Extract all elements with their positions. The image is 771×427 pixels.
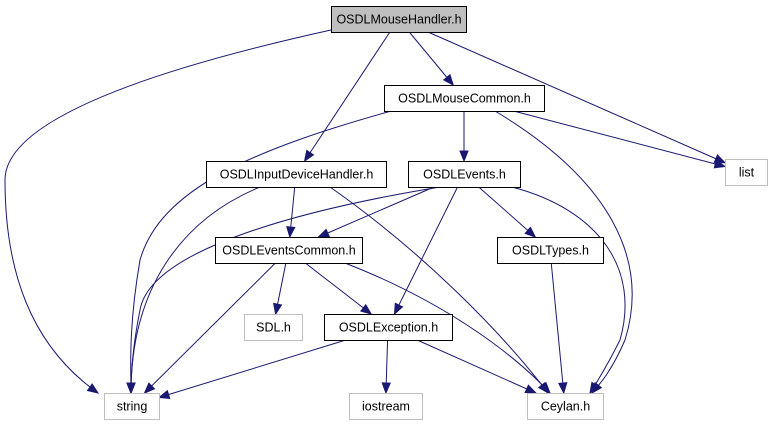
edge-handler-to-inputdevice [303, 31, 391, 163]
node-label: Ceylan.h [541, 400, 590, 414]
node-box [244, 314, 303, 341]
node-label: string [117, 400, 148, 414]
node-handler[interactable]: OSDLMouseHandler.h [331, 6, 467, 33]
edge-layer [4, 29, 727, 399]
node-box [206, 161, 387, 188]
node-box [104, 393, 160, 420]
edge-mousecommon-to-list [513, 110, 727, 169]
edge-handler-to-string [4, 29, 332, 394]
edge-exception-to-ceylan [416, 339, 538, 394]
edge-eventscommon-to-ceylan [344, 262, 551, 394]
node-box [324, 314, 453, 341]
node-label: OSDLException.h [339, 321, 438, 335]
node-sdl: SDL.h [244, 314, 303, 341]
node-box [349, 393, 423, 420]
node-box [331, 6, 467, 33]
node-list: list [725, 159, 768, 186]
node-label: OSDLTypes.h [512, 244, 589, 258]
node-box [497, 237, 604, 264]
node-box [725, 159, 768, 186]
node-box [527, 393, 604, 420]
edge-mousecommon-to-events [459, 111, 469, 163]
node-label: OSDLMouseHandler.h [336, 13, 461, 27]
node-label: OSDLMouseCommon.h [398, 92, 531, 106]
node-label: OSDLEventsCommon.h [222, 244, 355, 258]
node-box [384, 85, 545, 112]
edge-events-to-eventscommon [317, 186, 435, 238]
edge-types-to-ceylan [550, 262, 568, 395]
edge-events-to-types [478, 186, 537, 238]
node-string: string [104, 393, 160, 420]
node-layer: OSDLMouseHandler.hOSDLMouseCommon.hOSDLI… [104, 6, 768, 420]
edge-eventscommon-to-exception [304, 262, 373, 315]
node-eventscommon[interactable]: OSDLEventsCommon.h [215, 237, 363, 264]
node-exception[interactable]: OSDLException.h [324, 314, 453, 341]
node-types[interactable]: OSDLTypes.h [497, 237, 604, 264]
edge-events-to-string [126, 186, 441, 395]
node-box [215, 237, 363, 264]
node-label: list [739, 166, 755, 180]
node-ceylan: Ceylan.h [527, 393, 604, 420]
edge-eventscommon-to-sdl [273, 262, 287, 316]
node-label: OSDLEvents.h [423, 168, 506, 182]
node-label: OSDLInputDeviceHandler.h [220, 168, 374, 182]
node-mousecommon[interactable]: OSDLMouseCommon.h [384, 85, 545, 112]
edge-events-to-exception [393, 186, 458, 316]
node-iostream: iostream [349, 393, 423, 420]
node-label: SDL.h [256, 321, 291, 335]
edge-exception-to-string [157, 339, 346, 399]
edge-inputdevice-to-eventscommon [286, 186, 296, 239]
node-events[interactable]: OSDLEvents.h [408, 161, 521, 188]
node-box [408, 161, 521, 188]
edge-events-to-ceylan [511, 186, 626, 395]
edge-exception-to-iostream [381, 339, 391, 395]
node-label: iostream [362, 400, 410, 414]
edge-eventscommon-to-string [143, 262, 276, 394]
node-inputdevice[interactable]: OSDLInputDeviceHandler.h [206, 161, 387, 188]
edge-inputdevice-to-string [126, 186, 261, 395]
edge-handler-to-mousecommon [408, 31, 455, 87]
